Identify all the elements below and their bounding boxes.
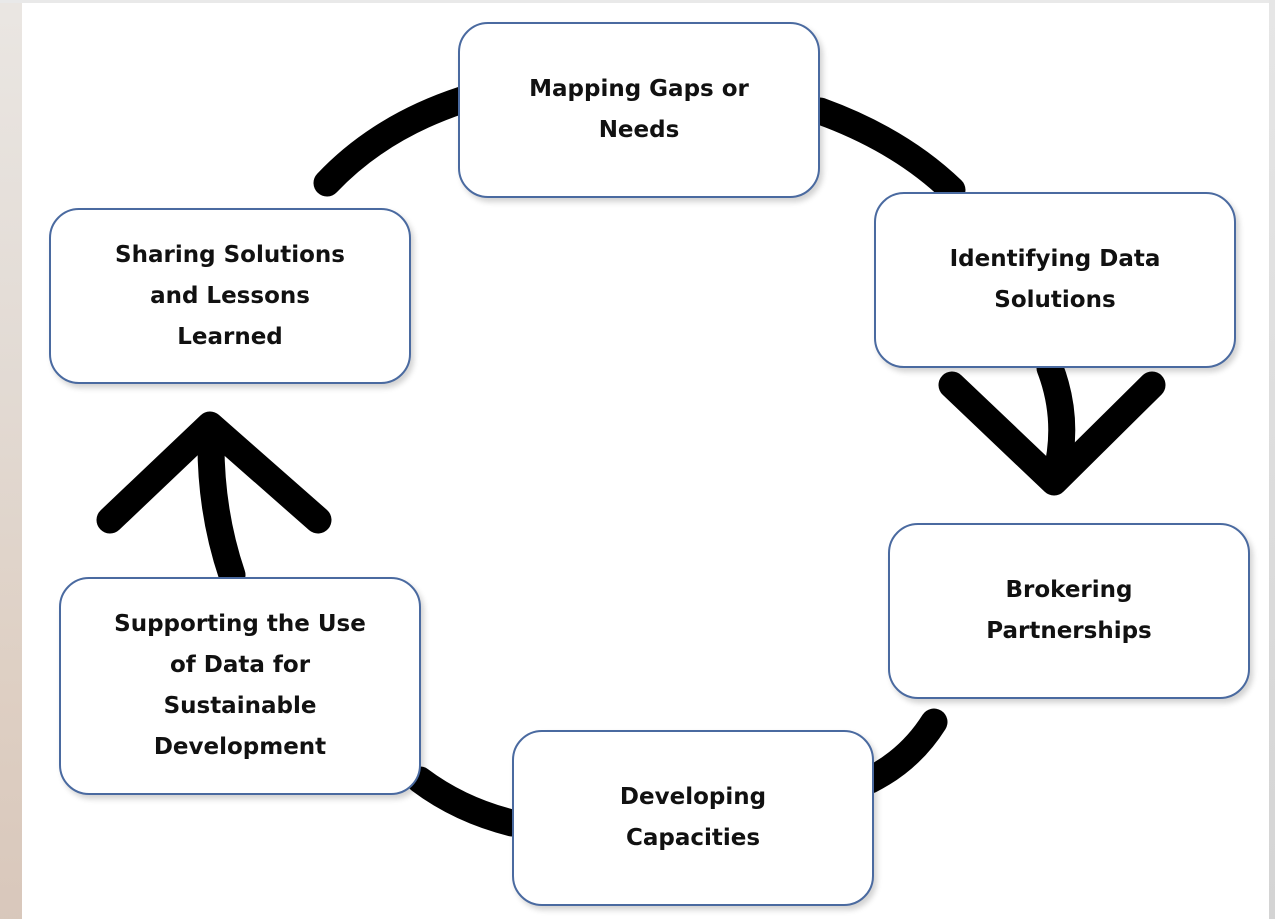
connector-brokering-to-developing xyxy=(856,708,948,794)
step-mapping-gaps: Mapping Gaps or Needs xyxy=(458,22,820,198)
arrow-head-down-icon xyxy=(938,371,1166,496)
arrow-head-up-icon xyxy=(96,411,332,534)
step-developing-capacities: Developing Capacities xyxy=(512,730,874,906)
connector-sharing-to-mapping xyxy=(313,86,476,197)
step-label: Supporting the Use of Data for Sustainab… xyxy=(114,611,366,760)
connector-mapping-to-identifying xyxy=(806,97,966,204)
step-label: Mapping Gaps or Needs xyxy=(529,76,749,143)
step-label: Identifying Data Solutions xyxy=(949,246,1161,313)
step-sharing-solutions: Sharing Solutions and Lessons Learned xyxy=(49,208,411,384)
step-supporting-data-use: Supporting the Use of Data for Sustainab… xyxy=(59,577,421,795)
connector-developing-to-supporting xyxy=(406,766,526,837)
step-label: Brokering Partnerships xyxy=(986,577,1152,644)
right-border xyxy=(1269,0,1275,919)
step-brokering-partnerships: Brokering Partnerships xyxy=(888,523,1250,699)
step-identifying-data-solutions: Identifying Data Solutions xyxy=(874,192,1236,368)
connector-supporting-to-sharing xyxy=(197,424,246,589)
step-label: Developing Capacities xyxy=(619,784,767,851)
background-photo-edge xyxy=(0,0,22,919)
step-label: Sharing Solutions and Lessons Learned xyxy=(115,241,345,350)
top-border xyxy=(0,0,1275,3)
